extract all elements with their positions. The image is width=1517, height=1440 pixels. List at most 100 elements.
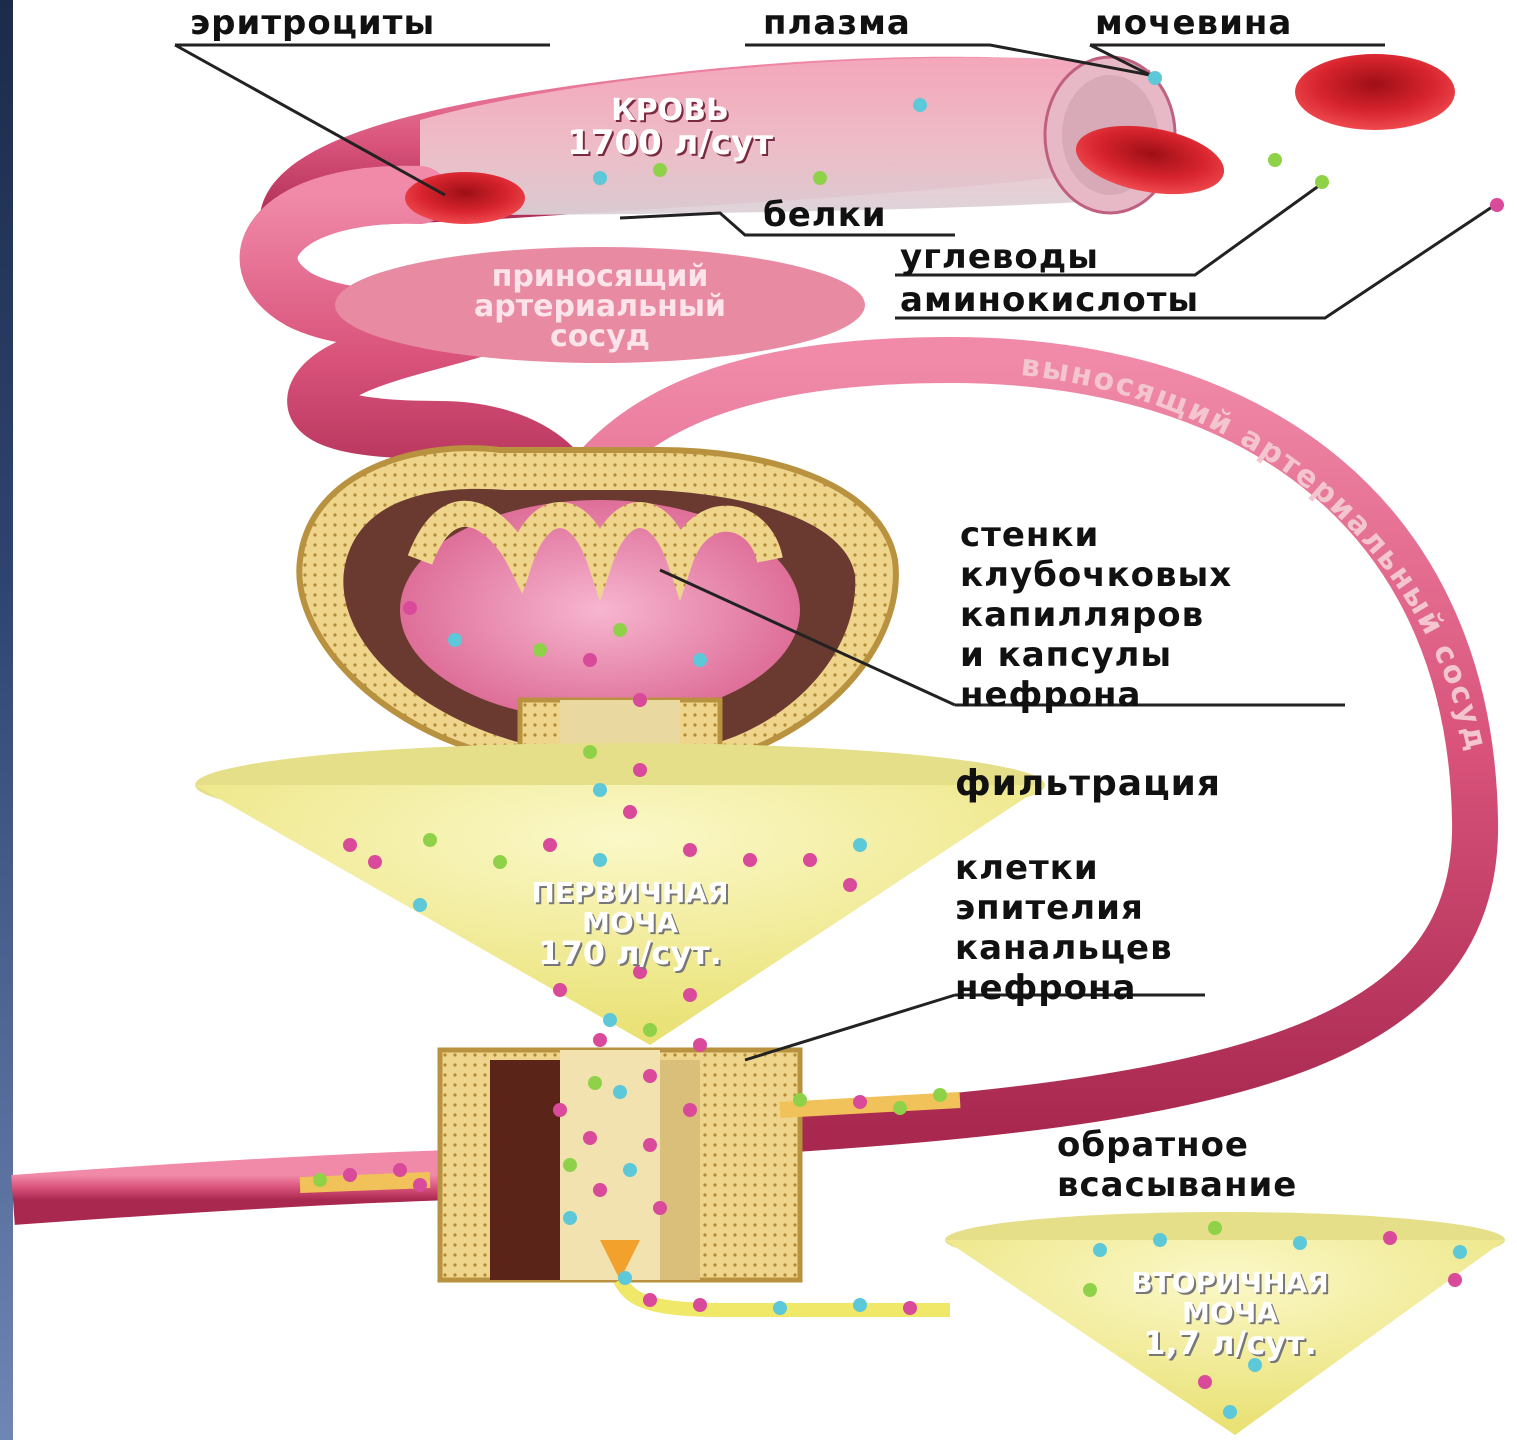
molecule-dot <box>853 838 867 852</box>
afferent-vessel-label: приносящий артериальный сосуд <box>335 262 865 352</box>
molecule-dot <box>593 783 607 797</box>
molecule-dot <box>693 653 707 667</box>
molecule-dot <box>533 643 547 657</box>
molecule-dot <box>393 1163 407 1177</box>
red-blood-cell <box>1295 54 1455 130</box>
molecule-dot <box>1093 1243 1107 1257</box>
molecule-dot <box>593 171 607 185</box>
secondary-title-line: ВТОРИЧНАЯ <box>1040 1268 1420 1298</box>
molecule-dot <box>563 1158 577 1172</box>
molecule-dot <box>343 838 357 852</box>
molecule-dot <box>693 1038 707 1052</box>
epithelium-line: клетки <box>955 848 1173 888</box>
molecule-dot <box>653 163 667 177</box>
molecule-dot <box>1383 1231 1397 1245</box>
afferent-line: сосуд <box>335 322 865 352</box>
molecule-dot <box>553 983 567 997</box>
molecule-dot <box>1148 71 1162 85</box>
molecule-dot <box>893 1101 907 1115</box>
molecule-dot <box>553 1103 567 1117</box>
molecule-dot <box>1223 1405 1237 1419</box>
molecule-dot <box>1198 1375 1212 1389</box>
molecule-dot <box>403 601 417 615</box>
tubule <box>440 1050 800 1280</box>
label-walls: стенки клубочковых капилляров и капсулы … <box>960 515 1232 715</box>
molecule-dot <box>588 1076 602 1090</box>
epithelium-line: канальцев <box>955 928 1173 968</box>
label-erythrocytes: эритроциты <box>190 3 435 43</box>
molecule-dot <box>773 1301 787 1315</box>
molecule-dot <box>683 1103 697 1117</box>
label-reabsorption: обратное всасывание <box>1057 1125 1297 1205</box>
molecule-dot <box>653 1201 667 1215</box>
molecule-dot <box>613 1085 627 1099</box>
afferent-line: артериальный <box>335 292 865 322</box>
label-amino-acids: аминокислоты <box>900 280 1199 320</box>
molecule-dot <box>423 833 437 847</box>
molecule-dot <box>1153 1233 1167 1247</box>
molecule-dot <box>1293 1236 1307 1250</box>
molecule-dot <box>643 1023 657 1037</box>
molecule-dot <box>643 1293 657 1307</box>
molecule-dot <box>593 1183 607 1197</box>
red-blood-cell <box>405 172 525 224</box>
molecule-dot <box>583 653 597 667</box>
molecule-dot <box>1315 175 1329 189</box>
molecule-dot <box>933 1088 947 1102</box>
walls-line: и капсулы <box>960 635 1232 675</box>
molecule-dot <box>1208 1221 1222 1235</box>
walls-line: клубочковых <box>960 555 1232 595</box>
epithelium-line: эпителия <box>955 888 1173 928</box>
molecule-dot <box>743 853 757 867</box>
molecule-dot <box>368 855 382 869</box>
afferent-line: приносящий <box>335 262 865 292</box>
molecule-dot <box>603 1013 617 1027</box>
molecule-dot <box>1268 153 1282 167</box>
molecule-dot <box>563 1211 577 1225</box>
molecule-dot <box>343 1168 357 1182</box>
secondary-amount: 1,7 л/сут. <box>1040 1328 1420 1358</box>
molecule-dot <box>803 853 817 867</box>
molecule-dot <box>493 855 507 869</box>
molecule-dot <box>693 1298 707 1312</box>
molecule-dot <box>843 878 857 892</box>
primary-title-line: ПЕРВИЧНАЯ <box>430 878 830 908</box>
blood-label: КРОВЬ 1700 л/сут <box>505 95 835 159</box>
secondary-urine-label: ВТОРИЧНАЯ МОЧА 1,7 л/сут. <box>1040 1268 1420 1358</box>
primary-amount: 170 л/сут. <box>430 938 830 968</box>
molecule-dot <box>903 1301 917 1315</box>
molecule-dot <box>813 171 827 185</box>
reabsorption-line: всасывание <box>1057 1165 1297 1205</box>
molecule-dot <box>853 1298 867 1312</box>
molecule-dot <box>913 98 927 112</box>
molecule-dot <box>583 1131 597 1145</box>
molecule-dot <box>853 1095 867 1109</box>
walls-line: капилляров <box>960 595 1232 635</box>
molecule-dot <box>643 1069 657 1083</box>
molecule-dot <box>1453 1245 1467 1259</box>
epithelium-line: нефрона <box>955 968 1173 1008</box>
molecule-dot <box>593 1033 607 1047</box>
walls-line: нефрона <box>960 675 1232 715</box>
label-carbohydrates: углеводы <box>900 237 1099 277</box>
label-epithelium: клетки эпителия канальцев нефрона <box>955 848 1173 1008</box>
label-proteins: белки <box>763 195 887 235</box>
molecule-dot <box>683 988 697 1002</box>
molecule-dot <box>593 853 607 867</box>
molecule-dot <box>633 763 647 777</box>
molecule-dot <box>1490 198 1504 212</box>
molecule-dot <box>583 745 597 759</box>
label-filtration: фильтрация <box>955 765 1221 803</box>
molecule-dot <box>613 623 627 637</box>
molecule-dot <box>413 1178 427 1192</box>
molecule-dot <box>543 838 557 852</box>
molecule-dot <box>313 1173 327 1187</box>
label-urea: мочевина <box>1095 3 1292 43</box>
molecule-dot <box>643 1138 657 1152</box>
reabsorption-line: обратное <box>1057 1125 1297 1165</box>
walls-line: стенки <box>960 515 1232 555</box>
molecule-dot <box>683 843 697 857</box>
molecule-dot <box>623 1163 637 1177</box>
molecule-dot <box>413 898 427 912</box>
